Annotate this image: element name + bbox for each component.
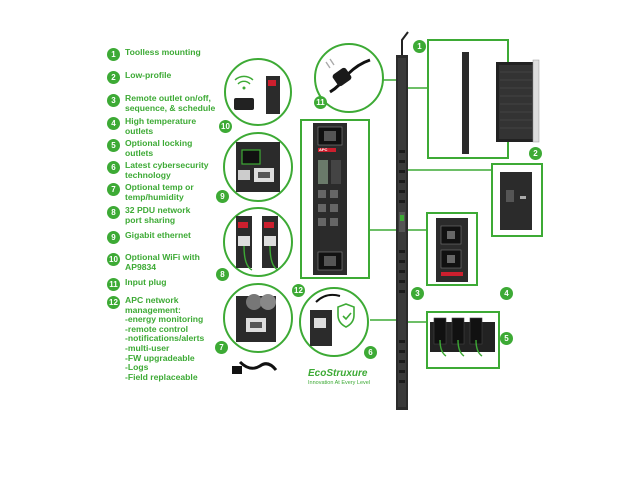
callout-badge-11: 11 [314,96,327,109]
feature-number-badge: 9 [107,231,120,244]
feature-label: Toolless mounting [125,47,201,57]
feature-label: High temperature outlets [125,116,197,136]
apc-label: APC [319,147,328,152]
feature-item: 8 32 PDU network port sharing [107,205,191,225]
feature-number-badge: 6 [107,161,120,174]
feature-number-badge: 10 [107,253,120,266]
feature-item: 2 Low-profile [107,70,172,84]
logo-wordmark: EcoStruxure [308,368,368,379]
callout-badge-5: 5 [500,332,513,345]
callout-badge-6: 6 [364,346,377,359]
feature-list: 1 Toolless mounting 2 Low-profile 3 Remote … [0,0,225,400]
feature-item: 9 Gigabit ethernet [107,230,191,244]
feature-label: Remote outlet on/off, sequence, & schedu… [125,93,216,113]
feature-number-badge: 12 [107,296,120,309]
callout-badge-3: 3 [411,287,424,300]
feature-item: 10 Optional WiFi with AP9834 [107,252,200,272]
feature-label: Optional locking outlets [125,138,193,158]
callout-badge-12: 12 [292,284,305,297]
feature-item: 4 High temperature outlets [107,116,197,136]
feature-label: APC network management: -energy monitori… [125,295,205,382]
callout-badge-2: 2 [529,147,542,160]
callout-badge-9: 9 [216,190,229,203]
feature-label: Input plug [125,277,167,287]
feature-number-badge: 2 [107,71,120,84]
ecostruxure-logo: EcoStruxure Innovation At Every Level [308,368,388,386]
feature-number-badge: 8 [107,206,120,219]
feature-item: 12 APC network management: -energy monito… [107,295,205,382]
logo-tagline: Innovation At Every Level [308,380,371,386]
feature-item: 3 Remote outlet on/off, sequence, & sched… [107,93,216,113]
feature-number-badge: 3 [107,94,120,107]
feature-number-badge: 5 [107,139,120,152]
feature-label: Optional WiFi with AP9834 [125,252,200,272]
feature-label: Optional temp or temp/humidity [125,182,194,202]
feature-item: 6 Latest cybersecurity technology [107,160,209,180]
callout-badge-4: 4 [500,287,513,300]
feature-item: 1 Toolless mounting [107,47,201,61]
callout-badge-7: 7 [215,341,228,354]
feature-number-badge: 11 [107,278,120,291]
callout-badge-1: 1 [413,40,426,53]
feature-label: Latest cybersecurity technology [125,160,209,180]
feature-item: 11 Input plug [107,277,167,291]
callout-badge-10: 10 [219,120,232,133]
callout-badge-8: 8 [216,268,229,281]
feature-label: Gigabit ethernet [125,230,191,240]
feature-number-badge: 7 [107,183,120,196]
pdu-strip [396,31,409,410]
feature-label: 32 PDU network port sharing [125,205,191,225]
feature-label: Low-profile [125,70,172,80]
feature-item: 5 Optional locking outlets [107,138,193,158]
feature-number-badge: 1 [107,48,120,61]
feature-number-badge: 4 [107,117,120,130]
feature-item: 7 Optional temp or temp/humidity [107,182,194,202]
